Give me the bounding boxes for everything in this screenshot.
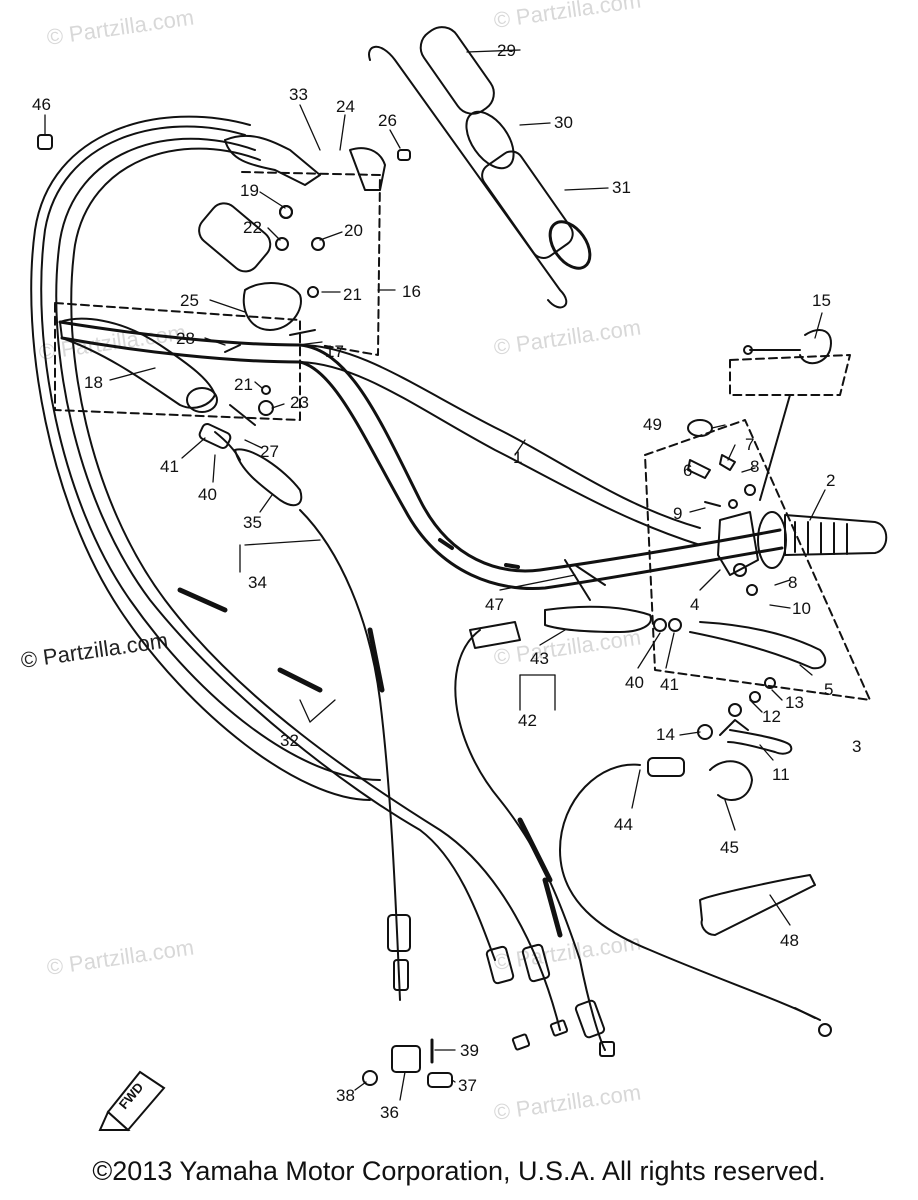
part-label-21b: 21: [234, 375, 253, 394]
part-label-23: 23: [290, 393, 309, 412]
part-label-40b: 40: [625, 673, 644, 692]
part-label-4: 4: [690, 595, 699, 614]
part-label-6: 6: [683, 461, 692, 480]
watermark: © Partzilla.com: [45, 5, 195, 50]
leader-lines: [44, 49, 826, 1101]
part-label-40a: 40: [198, 485, 217, 504]
part-label-18: 18: [84, 373, 103, 392]
part-label-13: 13: [785, 693, 804, 712]
part-label-14: 14: [656, 725, 675, 744]
part-label-1: 1: [513, 448, 522, 467]
part-label-38: 38: [336, 1086, 355, 1105]
part-label-25: 25: [180, 291, 199, 310]
part-label-48: 48: [780, 931, 799, 950]
part-label-30: 30: [554, 113, 573, 132]
brake-lever-assembly: [644, 329, 888, 701]
watermark: © Partzilla.com: [492, 315, 642, 360]
part-label-9: 9: [673, 504, 682, 523]
part-label-29: 29: [497, 41, 516, 60]
part-label-24: 24: [336, 97, 355, 116]
part-label-49: 49: [643, 415, 662, 434]
cables: [30, 115, 615, 1057]
part-label-7: 7: [745, 435, 754, 454]
part-label-22: 22: [243, 218, 262, 237]
watermarks: © Partzilla.com © Partzilla.com © Partzi…: [19, 0, 642, 1125]
part-label-47: 47: [485, 595, 504, 614]
fwd-arrow: FWD: [98, 1070, 166, 1132]
cable-junction: [362, 1038, 453, 1088]
part-label-32: 32: [280, 731, 299, 750]
part-label-46: 46: [32, 95, 51, 114]
part-label-43: 43: [530, 649, 549, 668]
part-labels: 1 2 3 4 5 6 7 8 8 9 10 11 12 13 14 15 16…: [32, 41, 861, 1122]
part-label-15: 15: [812, 291, 831, 310]
watermark-main: © Partzilla.com: [19, 628, 169, 673]
part-label-26: 26: [378, 111, 397, 130]
part-label-19: 19: [240, 181, 259, 200]
part-label-36: 36: [380, 1103, 399, 1122]
part-label-41a: 41: [160, 457, 179, 476]
part-label-21a: 21: [343, 285, 362, 304]
part-label-10: 10: [792, 599, 811, 618]
part-label-16: 16: [402, 282, 421, 301]
throttle-grip-assembly: [368, 26, 592, 309]
part-label-17: 17: [325, 342, 344, 361]
left-cable-adjuster: [198, 423, 303, 507]
part-label-39: 39: [460, 1041, 479, 1060]
part-label-44: 44: [614, 815, 633, 834]
part-label-45: 45: [720, 838, 739, 857]
copyright-notice: ©2013 Yamaha Motor Corporation, U.S.A. A…: [92, 1156, 826, 1186]
part-label-8a: 8: [750, 457, 759, 476]
part-label-37: 37: [458, 1076, 477, 1095]
decompression-assembly: [559, 677, 832, 1037]
part-label-31: 31: [612, 178, 631, 197]
part-label-11: 11: [772, 765, 790, 784]
part-label-35: 35: [243, 513, 262, 532]
part-label-34: 34: [248, 573, 267, 592]
watermark: © Partzilla.com: [492, 1080, 642, 1125]
part-label-42: 42: [518, 711, 537, 730]
part-label-33: 33: [289, 85, 308, 104]
part-label-41b: 41: [660, 675, 679, 694]
part-label-8b: 8: [788, 573, 797, 592]
watermark: © Partzilla.com: [45, 935, 195, 980]
watermark: © Partzilla.com: [492, 0, 642, 33]
misc-parts: [37, 134, 411, 219]
part-label-3: 3: [852, 737, 861, 756]
part-label-12: 12: [762, 707, 781, 726]
handlebar: [58, 320, 784, 591]
left-control-assembly: [54, 171, 381, 426]
part-label-20: 20: [344, 221, 363, 240]
part-label-27: 27: [260, 442, 279, 461]
part-label-5: 5: [824, 680, 833, 699]
part-label-28: 28: [176, 329, 195, 348]
front-brake-cable: [469, 559, 682, 649]
part-label-2: 2: [826, 471, 835, 490]
